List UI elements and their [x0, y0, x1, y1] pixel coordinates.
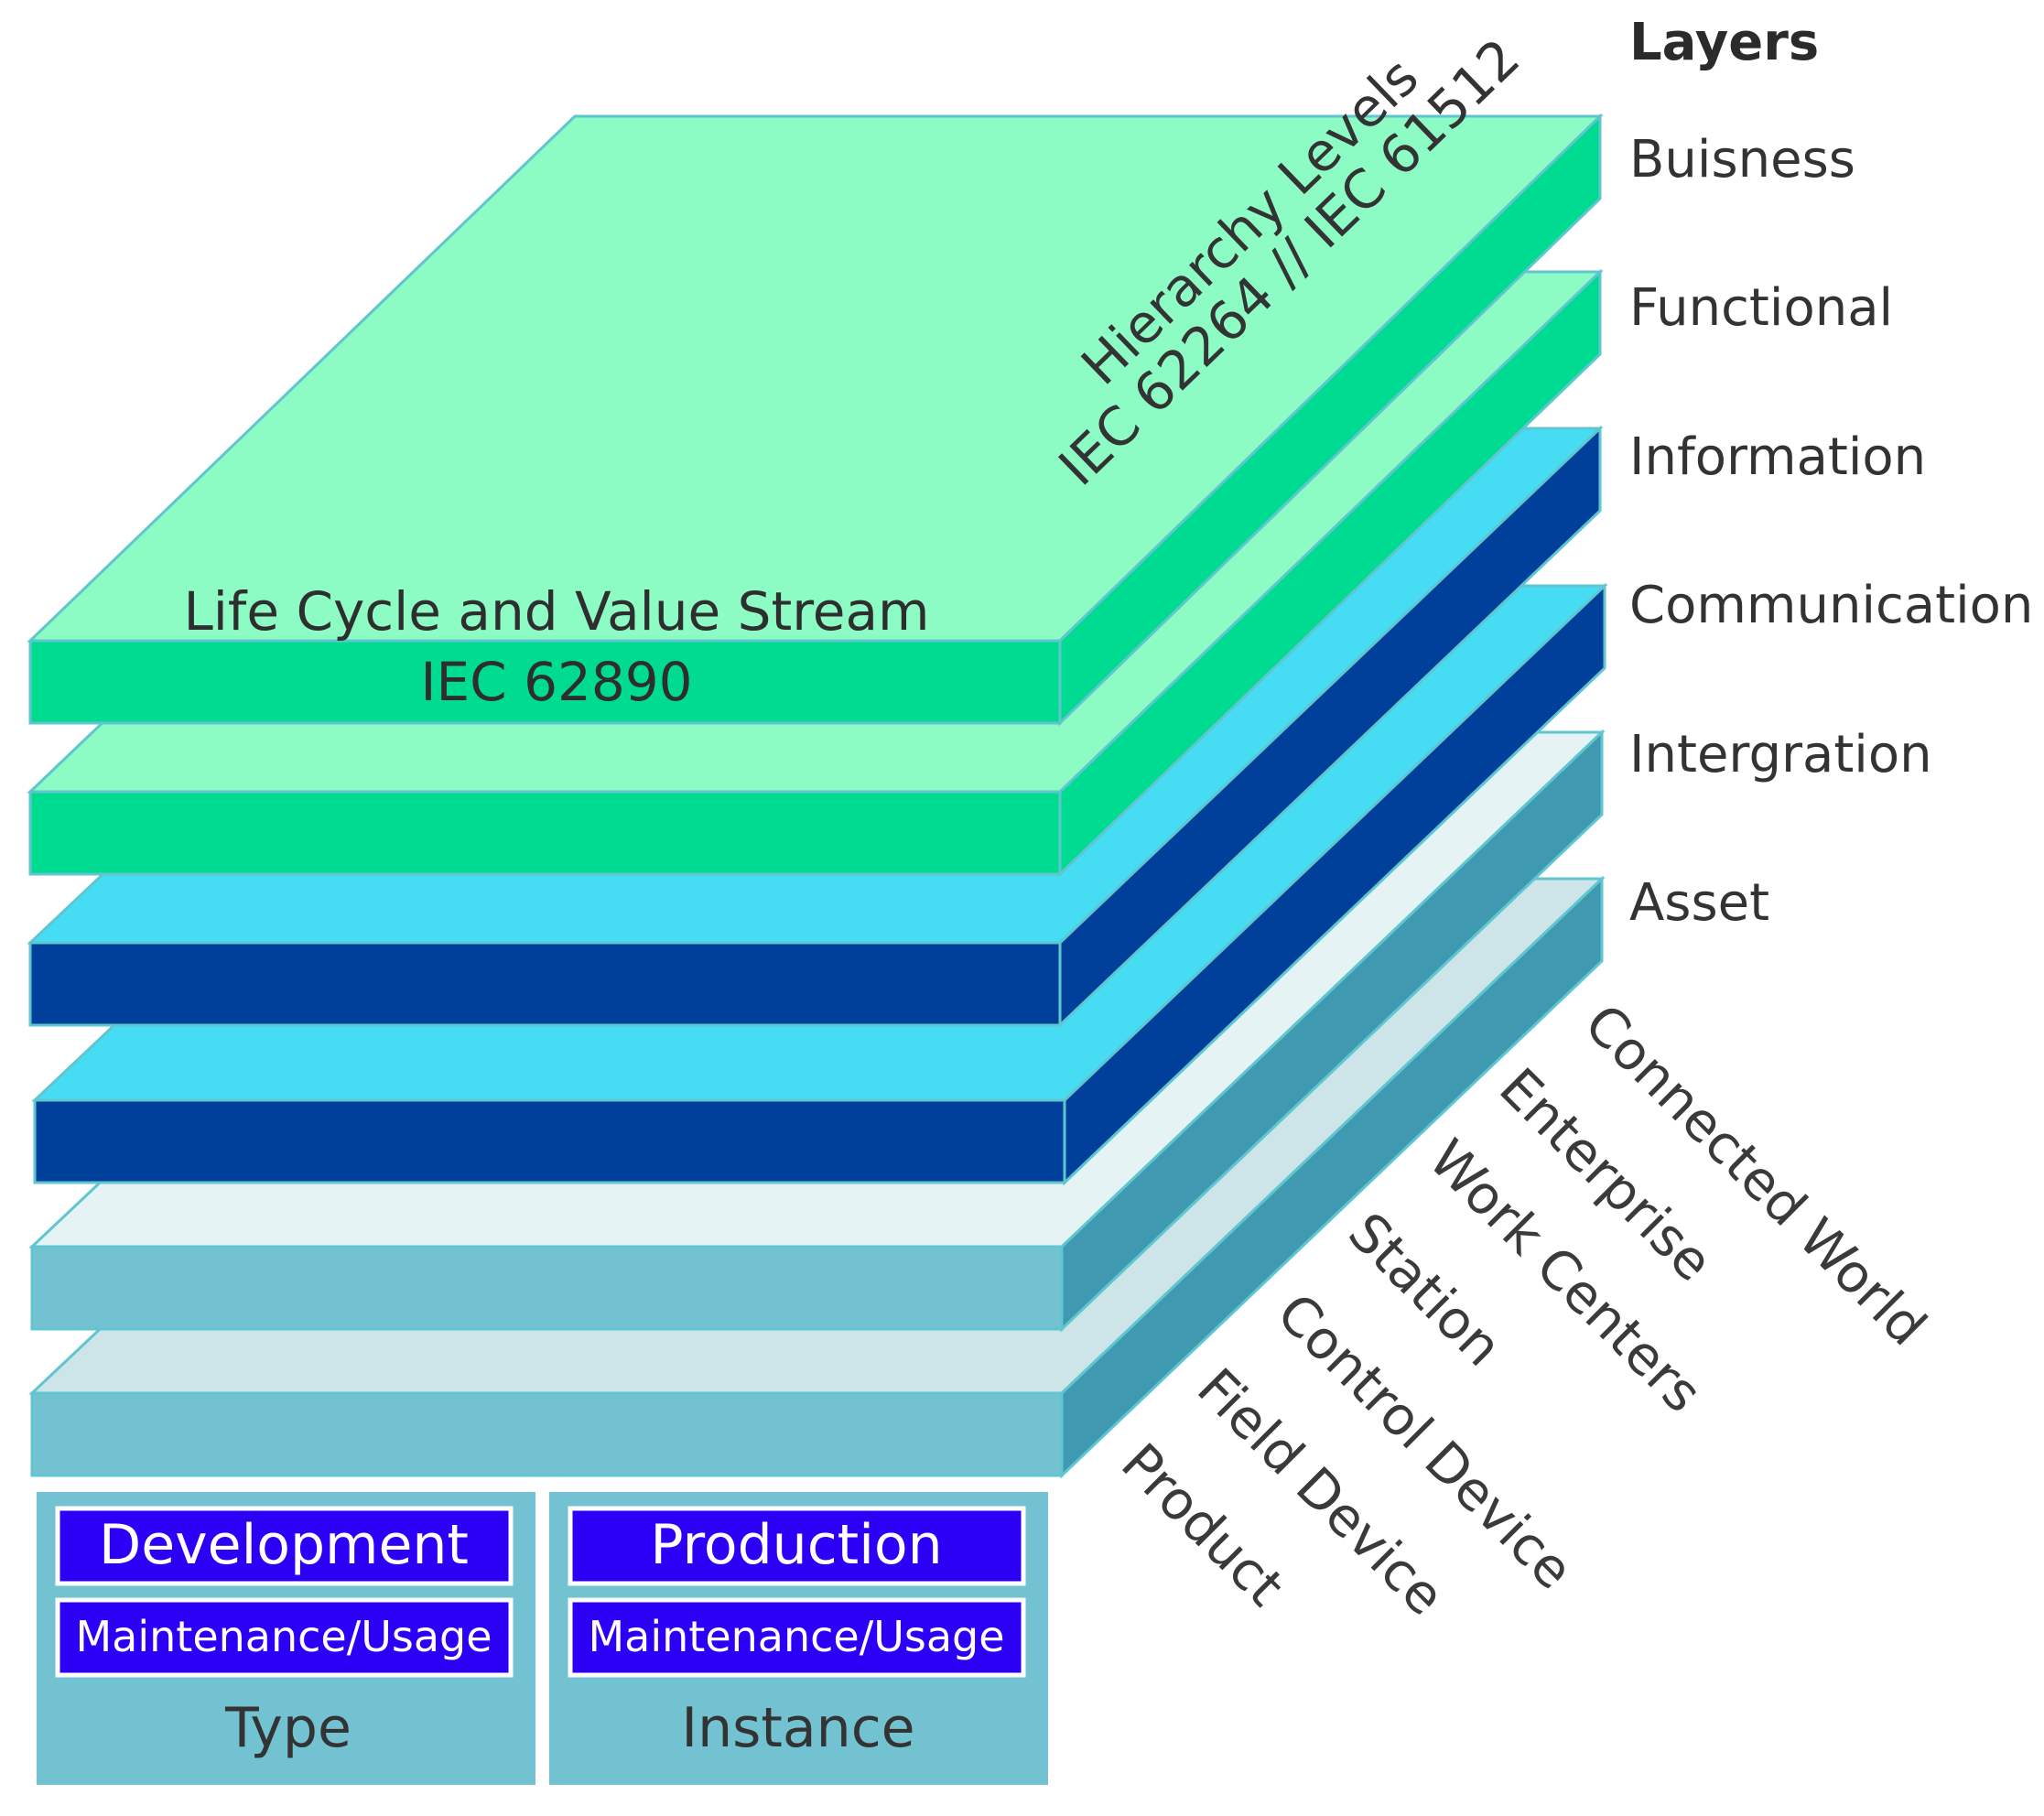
development-box: [55, 1506, 514, 1586]
layer-label-asset: Asset: [1629, 873, 1769, 933]
lifecycle-type-panel: Development Maintenance/Usage Type: [37, 1492, 535, 1785]
slab-front: [28, 639, 1062, 725]
layer-label-functional: Functional: [1629, 278, 1893, 338]
layer-label-information: Information: [1629, 427, 1926, 487]
slab-front: [30, 1245, 1064, 1331]
layer-slab-buisness: [27, 113, 1604, 727]
lifecycle-title-line1: Life Cycle and Value Stream: [183, 580, 929, 643]
lifecycle-title-line2: IEC 62890: [420, 651, 692, 713]
instance-usage-label: Maintenance/Usage: [588, 1612, 1004, 1661]
layer-label-communication: Communication: [1629, 576, 2033, 635]
production-label: Production: [650, 1513, 942, 1577]
layers-title: Layers: [1629, 13, 1819, 72]
type-usage-box: [55, 1597, 514, 1678]
instance-usage-box: [568, 1597, 1026, 1678]
lifecycle-instance-panel: Production Maintenance/Usage Instance: [549, 1492, 1048, 1785]
layer-label-buisness: Buisness: [1629, 130, 1855, 189]
instance-label: Instance: [681, 1696, 914, 1760]
slab-front: [28, 941, 1062, 1027]
development-label: Development: [99, 1513, 469, 1577]
type-usage-label: Maintenance/Usage: [75, 1612, 492, 1661]
layer-label-intergration: Intergration: [1629, 725, 1932, 784]
type-label: Type: [224, 1696, 351, 1760]
slab-front: [30, 1391, 1064, 1477]
production-box: [568, 1506, 1026, 1586]
slab-front: [33, 1098, 1066, 1184]
slab-front: [28, 790, 1062, 876]
